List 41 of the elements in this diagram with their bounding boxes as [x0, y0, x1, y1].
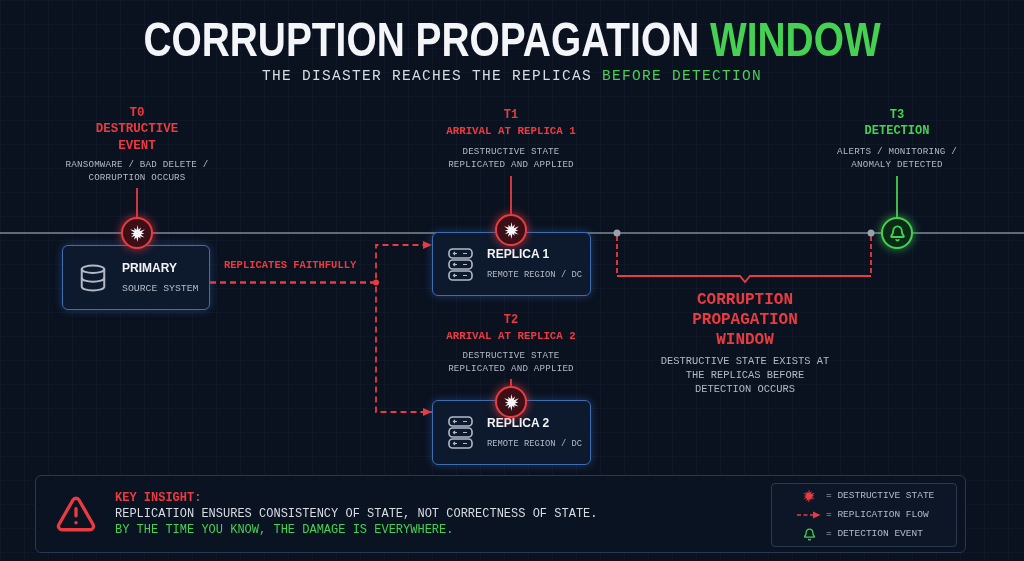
card-title: REPLICA 2 — [487, 415, 551, 430]
event-heading: DETECTION — [864, 123, 930, 140]
leader-line — [510, 175, 512, 215]
event-heading: ARRIVAL AT REPLICA 2 — [446, 329, 576, 344]
event-description: ALERTS / MONITORING / ANOMALY DETECTED — [836, 145, 958, 171]
event-heading: DESTRUCTIVE EVENT — [94, 121, 180, 155]
subtitle: THE DISASTER REACHES THE REPLICAS BEFORE DETECTION — [261, 67, 763, 85]
leader-line — [896, 175, 898, 218]
legend-text: = DETECTION EVENT — [826, 528, 923, 540]
leader-line — [510, 378, 512, 387]
dashed-arrow — [209, 281, 433, 416]
event-description: RANSOMWARE / BAD DELETE / CORRUPTION OCCURS — [64, 158, 210, 184]
insight-heading: KEY INSIGHT: — [115, 490, 203, 506]
event-description: DESTRUCTIVE STATE REPLICATED AND APPLIED — [447, 349, 575, 375]
card-title: PRIMARY — [122, 260, 178, 275]
card-subtitle: SOURCE SYSTEM — [122, 282, 199, 295]
event-description: DESTRUCTIVE STATE REPLICATED AND APPLIED — [447, 145, 575, 171]
card-subtitle: REMOTE REGION / DC — [487, 269, 583, 281]
system-card — [432, 400, 591, 465]
detection-marker — [881, 217, 913, 249]
insight-conclusion: BY THE TIME YOU KNOW, THE DAMAGE IS EVERYWHERE. — [115, 522, 455, 538]
title: CORRUPTION PROPAGATION WINDOW — [143, 16, 881, 64]
card-title: REPLICA 1 — [487, 247, 551, 261]
event-marker — [495, 214, 527, 246]
event-marker — [121, 217, 153, 249]
event-heading: ARRIVAL AT REPLICA 1 — [446, 124, 576, 139]
edge-label: REPLICATES FAITHFULLY — [222, 258, 359, 272]
time-label: T2 — [503, 312, 519, 328]
card-subtitle: REMOTE REGION / DC — [487, 437, 583, 450]
insight-text: REPLICATION ENSURES CONSISTENCY OF STATE, NOT CORRECTNESS OF STATE. — [115, 506, 598, 522]
time-label: T1 — [503, 107, 519, 123]
event-marker — [495, 386, 527, 418]
time-label: T0 — [129, 105, 145, 121]
legend-text: = REPLICATION FLOW — [826, 509, 929, 521]
system-card — [62, 245, 210, 310]
window-heading: CORRUPTION PROPAGATION WINDOW — [691, 290, 799, 350]
system-card — [432, 232, 591, 296]
time-label: T3 — [889, 107, 905, 123]
legend-text: = DESTRUCTIVE STATE — [826, 490, 935, 502]
window-description: DESTRUCTIVE STATE EXISTS AT THE REPLICAS BEFORE DETECTION OCCURS — [660, 354, 830, 396]
leader-line — [136, 187, 138, 218]
